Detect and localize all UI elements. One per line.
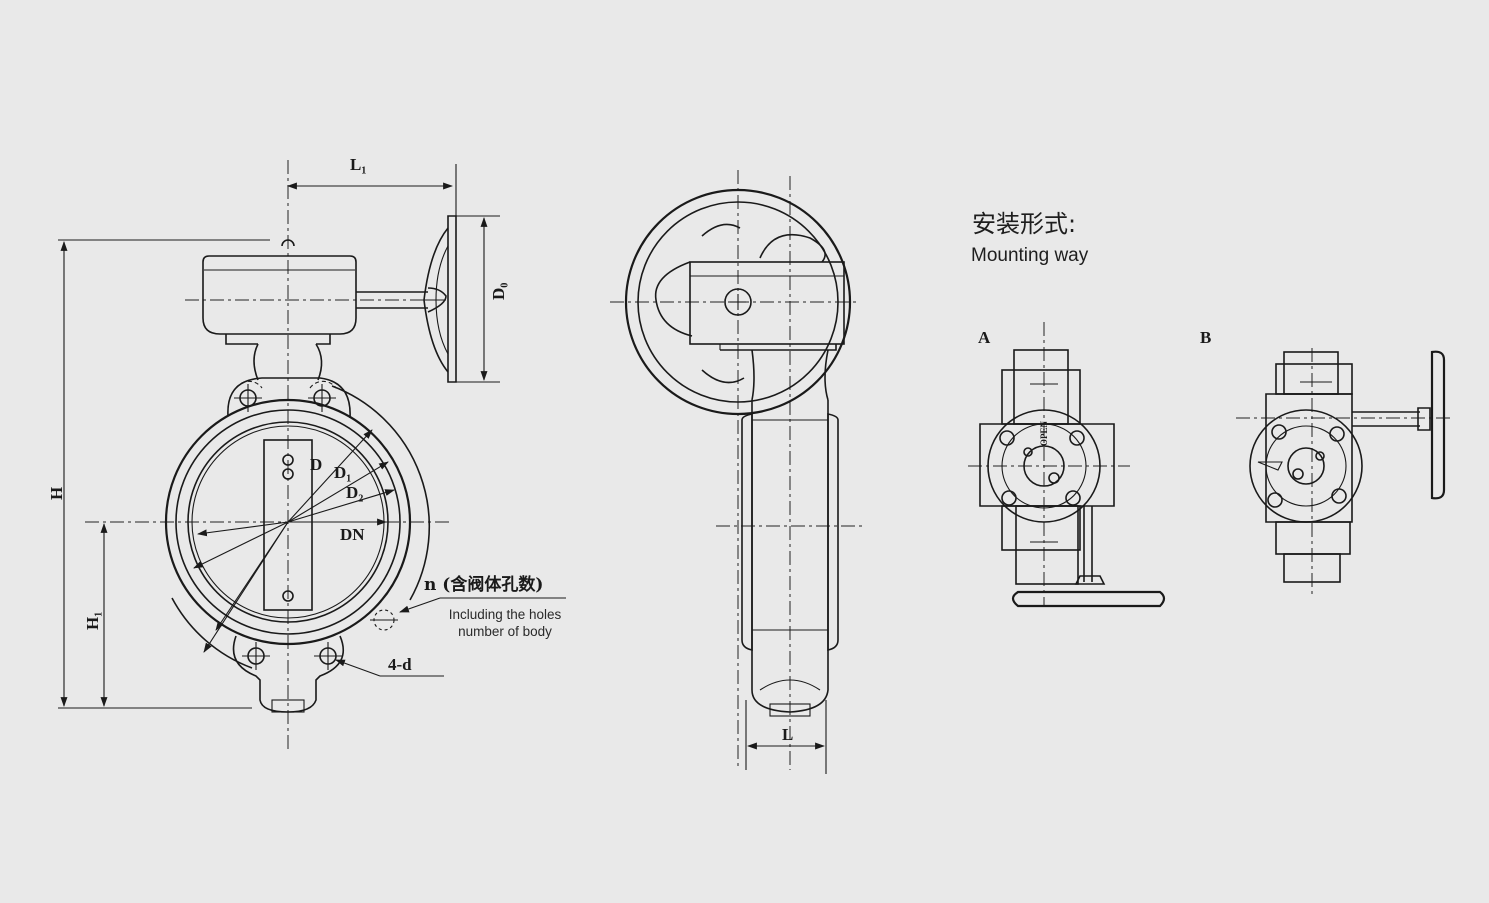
mounting-title-en: Mounting way — [971, 245, 1089, 266]
side-view: L — [610, 170, 866, 774]
label-dn: DN — [340, 525, 365, 544]
front-view: L₁ D₀ H H₁ D D₁ D₂ DN 4-d n (含阀体孔数) Incl… — [47, 155, 566, 750]
label-l1: L₁ — [350, 155, 366, 174]
note-n-en-1: Including the holes — [449, 607, 562, 622]
mounting-a-open-text: OPEN — [1039, 420, 1049, 446]
handwheel-shaft — [356, 287, 447, 313]
note-n-cn: n (含阀体孔数) — [424, 574, 543, 595]
label-d0: D₀ — [489, 283, 508, 300]
side-dimension-l: L — [745, 700, 827, 774]
diameter-rays — [193, 429, 395, 653]
mounting-a: A OPEN — [968, 322, 1166, 608]
label-h1: H₁ — [83, 612, 102, 630]
side-handwheel — [624, 188, 852, 416]
dimension-lines — [58, 164, 566, 709]
handwheel — [423, 215, 457, 383]
note-n-en-2: number of body — [458, 624, 552, 639]
label-l: L — [782, 725, 793, 744]
valve-body — [164, 377, 431, 713]
label-d: D — [310, 455, 322, 474]
mounting-b: B — [1200, 328, 1454, 594]
mounting-a-label: A — [978, 328, 991, 347]
mounting-b-label: B — [1200, 328, 1211, 347]
label-d2: D₂ — [346, 483, 363, 502]
side-body — [741, 349, 839, 717]
gearbox — [202, 239, 357, 381]
label-4-d: 4-d — [388, 655, 412, 674]
side-gearbox — [689, 261, 845, 351]
label-h: H — [47, 487, 66, 500]
mounting-way: 安装形式: Mounting way A OPEN — [968, 210, 1454, 608]
label-d1: D₁ — [334, 463, 351, 482]
mounting-title-cn: 安装形式: — [972, 210, 1076, 238]
